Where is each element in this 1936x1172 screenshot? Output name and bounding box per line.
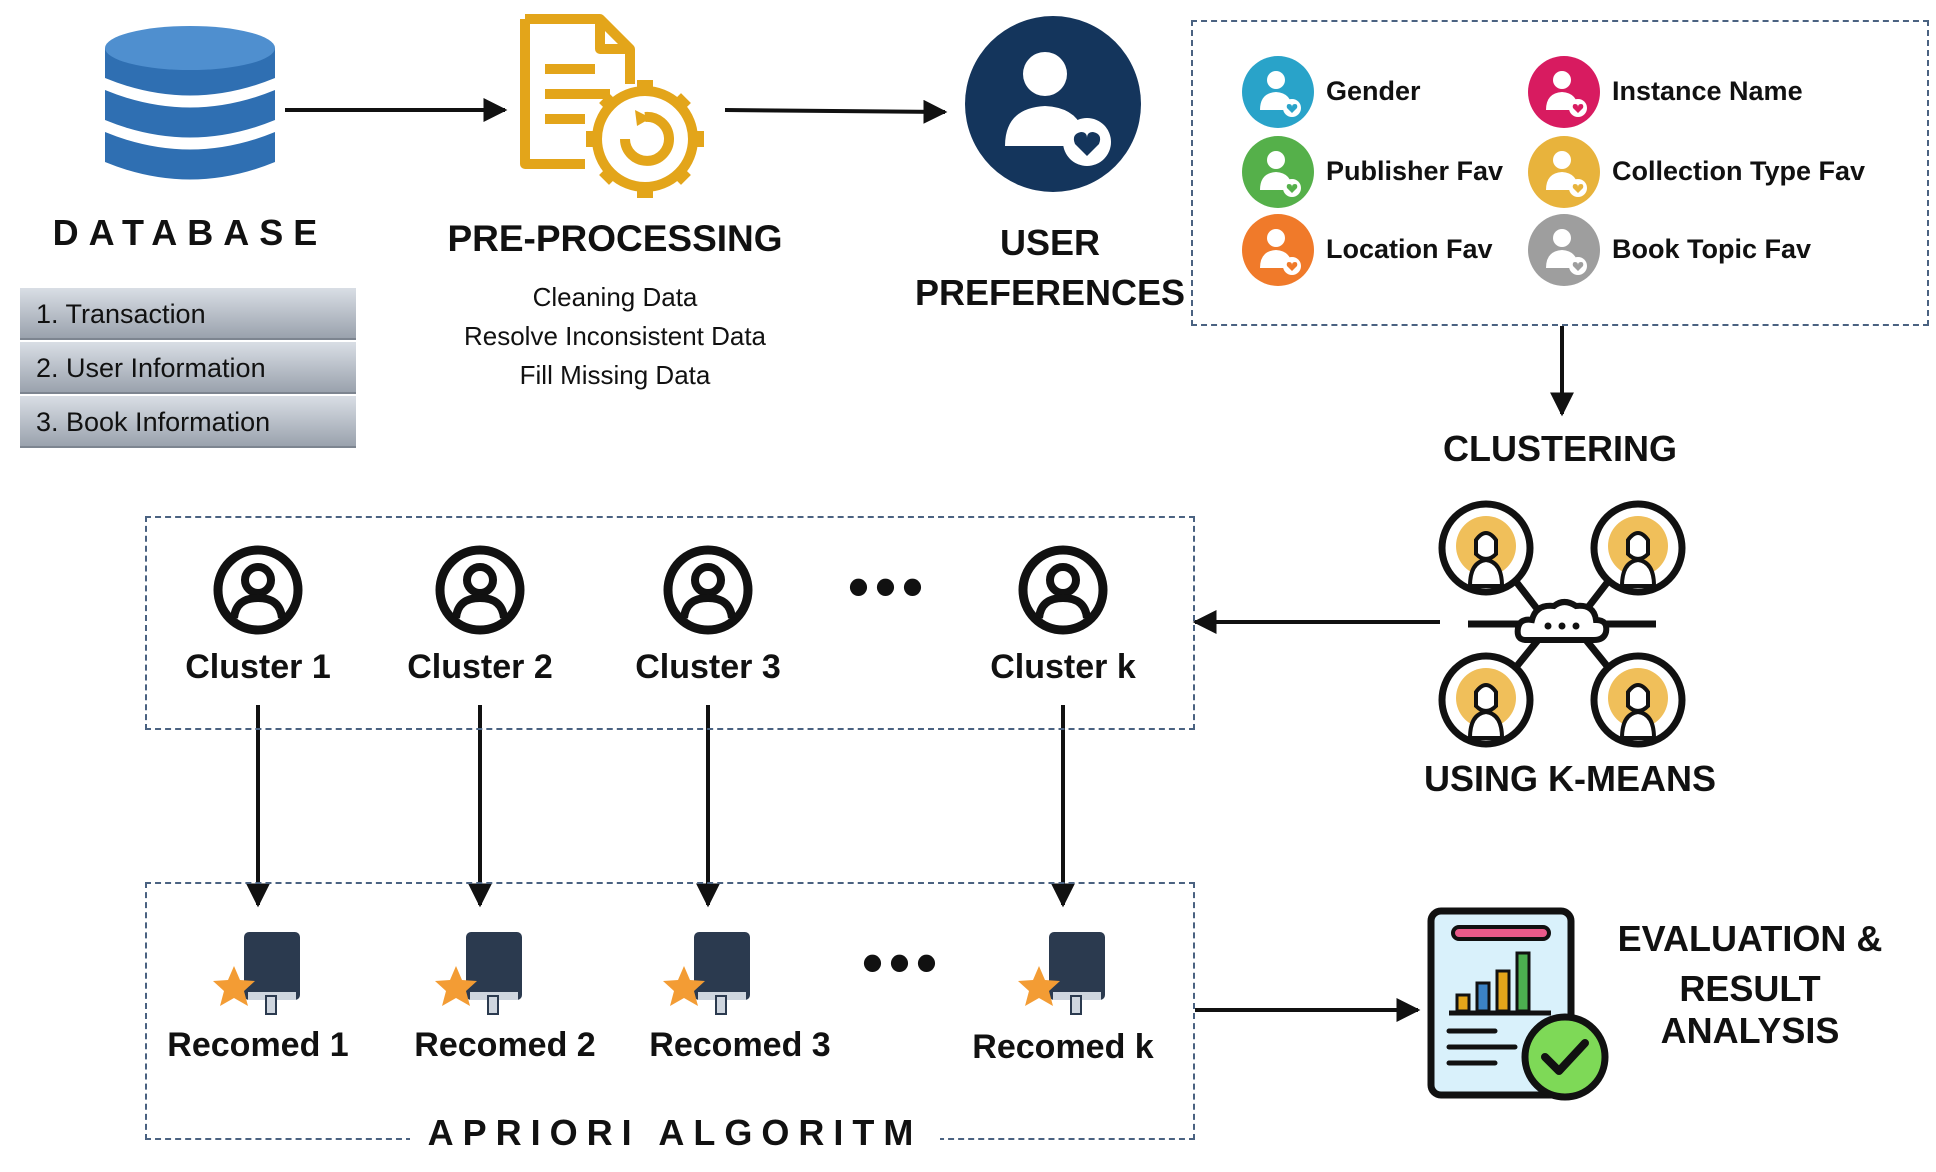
clustering-title: CLUSTERING (1443, 428, 1677, 469)
preference-label: Instance Name (1612, 76, 1803, 106)
user-heart-icon (1528, 214, 1600, 286)
user-heart-icon (1242, 56, 1314, 128)
recommendation-label: Recomed 1 (167, 1026, 349, 1064)
book-star-icon (208, 930, 308, 1021)
evaluation-title: EVALUATION & (1617, 918, 1883, 959)
cluster-label: Cluster 3 (635, 648, 781, 686)
user-heart-icon (1242, 136, 1314, 208)
preference-label: Book Topic Fav (1612, 234, 1812, 264)
kmeans-subtitle: USING K-MEANS (1423, 758, 1716, 799)
recommendation-label: Recomed 2 (414, 1026, 596, 1064)
user-heart-icon (965, 16, 1141, 192)
preprocessing-step: Fill Missing Data (519, 360, 711, 390)
user-preferences-box (1191, 20, 1929, 326)
document-gear-icon (520, 14, 704, 198)
recommendation-label: Recomed 3 (649, 1026, 831, 1064)
evaluation-report-icon (1427, 907, 1609, 1101)
preprocessing-step: Resolve Inconsistent Data (463, 321, 767, 351)
database-title: DATABASE (52, 212, 328, 253)
user-heart-icon (1242, 214, 1314, 286)
book-star-icon (430, 930, 530, 1021)
book-star-icon (658, 930, 758, 1021)
user-heart-icon (1528, 136, 1600, 208)
preference-label: Gender (1326, 76, 1421, 106)
preprocessing-title: PRE-PROCESSING (447, 218, 783, 259)
user-preferences-title: USER (999, 222, 1101, 263)
database-icon (105, 26, 275, 180)
clusters-ellipsis: ••• (848, 553, 930, 620)
evaluation-title: RESULT ANALYSIS (1660, 968, 1840, 1051)
database-item-user-information: 2. User Information (20, 342, 356, 394)
cluster-user-icon (434, 544, 526, 641)
cluster-user-icon (1017, 544, 1109, 641)
book-star-icon (1013, 930, 1113, 1021)
cluster-label: Cluster k (990, 648, 1136, 686)
arrow-preprocessing-to-userpref (724, 99, 948, 124)
clusters-box (145, 516, 1195, 730)
user-preferences-title: PREFERENCES (915, 272, 1186, 313)
apriori-label: APRIORI ALGORITM (410, 1112, 940, 1154)
recommendation-label: Recomed k (972, 1028, 1154, 1066)
preference-label: Collection Type Fav (1612, 156, 1866, 186)
user-heart-icon (1528, 56, 1600, 128)
database-item-book-information: 3. Book Information (20, 396, 356, 448)
preference-label: Location Fav (1326, 234, 1493, 264)
preprocessing-step: Cleaning Data (532, 282, 698, 312)
database-item-transaction: 1. Transaction (20, 288, 356, 340)
kmeans-network-icon (1438, 500, 1686, 748)
cluster-user-icon (662, 544, 754, 641)
cluster-label: Cluster 1 (185, 648, 331, 686)
cluster-user-icon (212, 544, 304, 641)
cluster-label: Cluster 2 (407, 648, 553, 686)
preference-label: Publisher Fav (1326, 156, 1504, 186)
recommendations-ellipsis: ••• (862, 929, 944, 996)
